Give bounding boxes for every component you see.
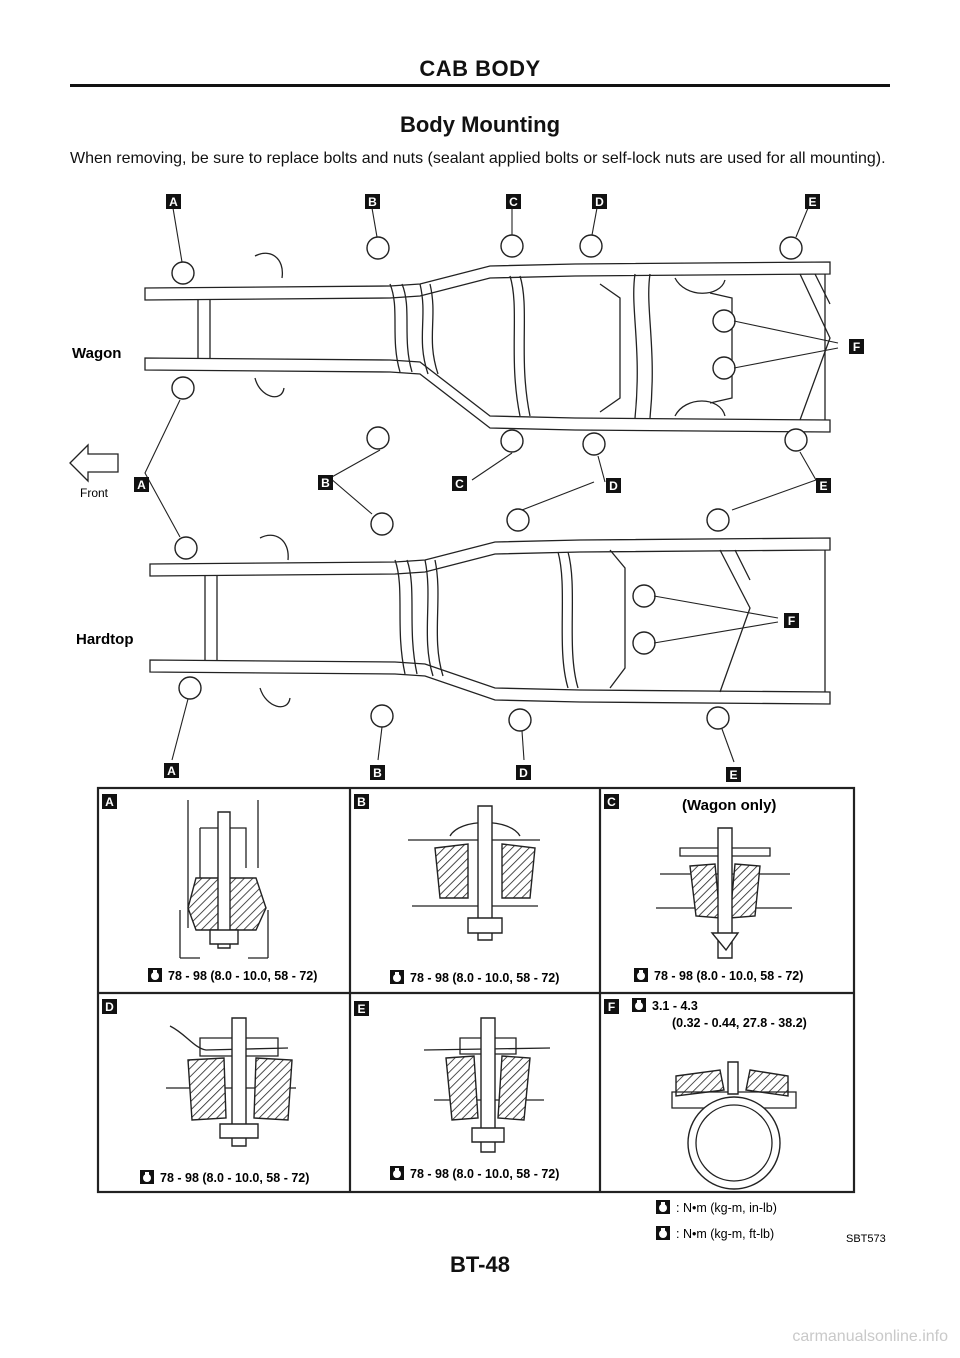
panel-f-torque-line2: (0.32 - 0.44, 27.8 - 38.2) xyxy=(672,1016,807,1030)
watermark: carmanualsonline.info xyxy=(792,1328,948,1345)
marker-e-label: E xyxy=(729,768,737,782)
panel-f-marker: F xyxy=(608,1000,615,1014)
panel-d-illustration xyxy=(166,1017,296,1147)
panel-e-marker: E xyxy=(357,1002,365,1016)
panel-b-illustration xyxy=(408,805,540,941)
panel-d-marker: D xyxy=(105,1000,114,1014)
marker-d-label: D xyxy=(519,766,528,780)
panel-e-illustration xyxy=(423,1017,551,1153)
panel-f-torque-line1: 3.1 - 4.3 xyxy=(652,999,698,1013)
header-rule xyxy=(70,84,890,87)
marker-a-label: A xyxy=(169,195,178,209)
panel-a-torque: 78 - 98 (8.0 - 10.0, 58 - 72) xyxy=(168,969,317,983)
panel-a-marker: A xyxy=(105,795,114,809)
panel-b-torque: 78 - 98 (8.0 - 10.0, 58 - 72) xyxy=(410,971,559,985)
marker-d-label: D xyxy=(609,479,618,493)
marker-d-label: D xyxy=(595,195,604,209)
marker-b-label: B xyxy=(321,476,330,490)
panel-d-torque: 78 - 98 (8.0 - 10.0, 58 - 72) xyxy=(160,1171,309,1185)
marker-f-label: F xyxy=(853,340,860,354)
panel-c-illustration xyxy=(656,827,792,959)
intro-paragraph: When removing, be sure to replace bolts … xyxy=(70,150,886,167)
detail-panels: A B C D E F (Wagon only) xyxy=(96,786,856,1194)
marker-e-label: E xyxy=(808,195,816,209)
page-number: BT-48 xyxy=(450,1252,510,1277)
frame-markers: A B C D E F A B C D E F A B D E xyxy=(134,194,864,782)
marker-f-label: F xyxy=(788,614,795,628)
panel-a-illustration xyxy=(179,800,269,959)
wagon-only-label: (Wagon only) xyxy=(682,797,776,814)
torque-readouts: 78 - 98 (8.0 - 10.0, 58 - 72) 78 - 98 (8… xyxy=(140,968,807,1185)
marker-a-label: A xyxy=(167,764,176,778)
marker-a-label: A xyxy=(137,478,146,492)
hardtop-frame xyxy=(149,508,831,763)
marker-b-label: B xyxy=(368,195,377,209)
legend-ftlb: : N•m (kg-m, ft-lb) xyxy=(676,1227,774,1241)
hardtop-label: Hardtop xyxy=(76,631,134,648)
panel-f-illustration xyxy=(671,1061,797,1190)
front-label: Front xyxy=(80,486,109,500)
panel-e-torque: 78 - 98 (8.0 - 10.0, 58 - 72) xyxy=(410,1167,559,1181)
panel-c-marker: C xyxy=(607,795,616,809)
wagon-label: Wagon xyxy=(72,345,121,362)
panel-c-torque: 78 - 98 (8.0 - 10.0, 58 - 72) xyxy=(654,969,803,983)
section-title: Body Mounting xyxy=(399,112,561,137)
marker-c-label: C xyxy=(455,477,464,491)
torque-legend: : N•m (kg-m, in-lb) : N•m (kg-m, ft-lb) … xyxy=(656,1200,886,1245)
legend-inlb: : N•m (kg-m, in-lb) xyxy=(676,1201,777,1215)
marker-e-label: E xyxy=(819,479,827,493)
page-header-title: CAB BODY xyxy=(419,56,541,81)
body-mounting-figure: Front Wagon Hardtop A B C D E F A B C D … xyxy=(60,188,900,1248)
marker-c-label: C xyxy=(509,195,518,209)
panel-b-marker: B xyxy=(357,795,366,809)
front-arrow-icon xyxy=(69,443,119,483)
marker-b-label: B xyxy=(373,766,382,780)
wagon-frame xyxy=(144,207,839,456)
figure-code: SBT573 xyxy=(846,1233,886,1245)
